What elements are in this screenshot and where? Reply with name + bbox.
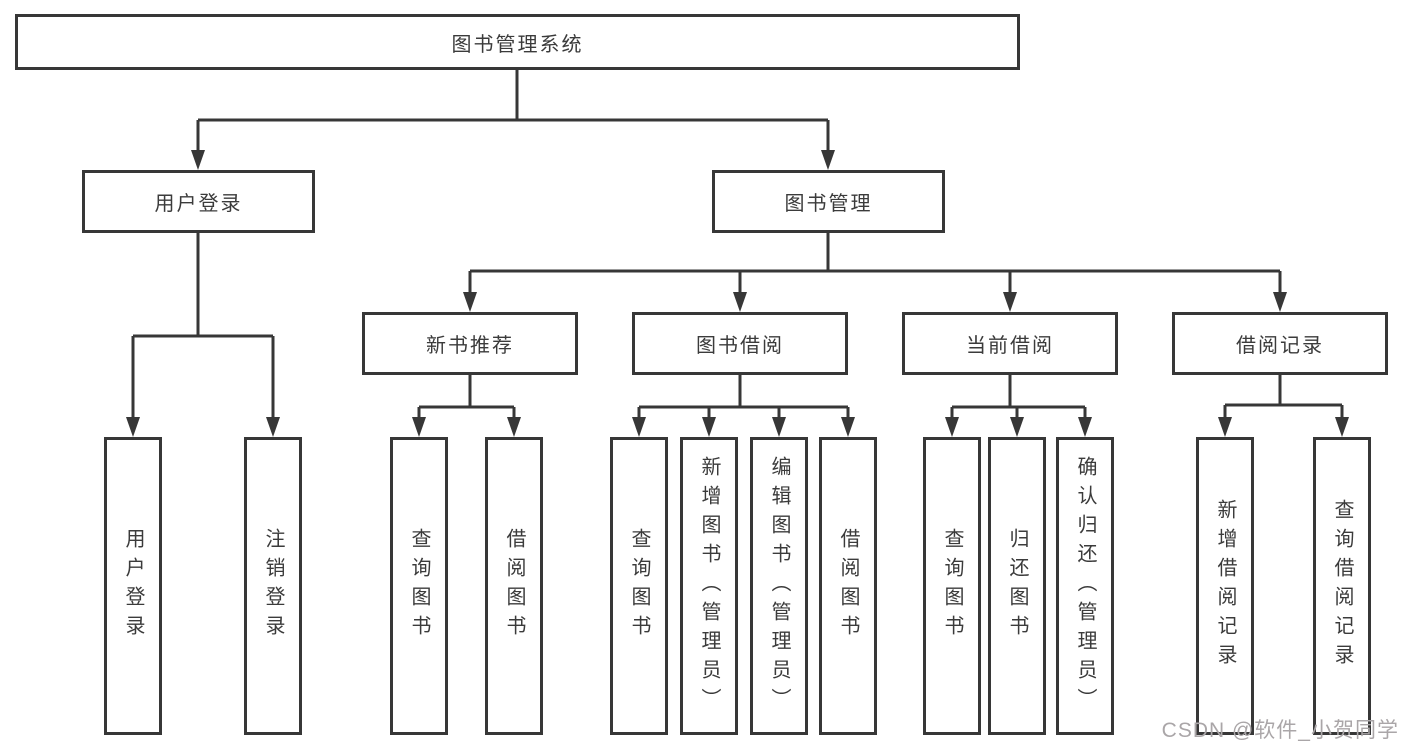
leaf-label: 查询图书 (408, 528, 430, 644)
node-current-borrow: 当前借阅 (902, 312, 1118, 375)
leaf-label: 新增借阅记录 (1214, 499, 1236, 673)
leaf-return-books: 归还图书 (988, 437, 1046, 735)
leaf-label: 新增图书（管理员） (698, 455, 720, 717)
csdn-watermark: CSDN @软件_小贺同学 (1161, 719, 1399, 742)
leaf-label: 归还图书 (1006, 528, 1028, 644)
leaf-logout: 注销登录 (244, 437, 302, 735)
leaf-confirm-return-admin: 确认归还（管理员） (1056, 437, 1114, 735)
leaf-label: 查询借阅记录 (1331, 499, 1353, 673)
leaf-label: 注销登录 (262, 528, 284, 644)
leaf-edit-books-admin: 编辑图书（管理员） (750, 437, 808, 735)
leaf-borrow-books-recommend: 借阅图书 (485, 437, 543, 735)
node-borrow-records: 借阅记录 (1172, 312, 1388, 375)
leaf-label: 编辑图书（管理员） (768, 455, 790, 717)
leaf-query-books-recommend: 查询图书 (390, 437, 448, 735)
node-new-book-recommend: 新书推荐 (362, 312, 578, 375)
node-book-management: 图书管理 (712, 170, 945, 233)
node-library-system: 图书管理系统 (15, 14, 1020, 70)
leaf-add-books-admin: 新增图书（管理员） (680, 437, 738, 735)
leaf-label: 确认归还（管理员） (1074, 455, 1096, 717)
leaf-label: 用户登录 (122, 528, 144, 644)
leaf-label: 查询图书 (941, 528, 963, 644)
leaf-label: 借阅图书 (503, 528, 525, 644)
leaf-query-books-borrow: 查询图书 (610, 437, 668, 735)
leaf-user-login: 用户登录 (104, 437, 162, 735)
leaf-label: 查询图书 (628, 528, 650, 644)
leaf-query-books-current: 查询图书 (923, 437, 981, 735)
node-user-login: 用户登录 (82, 170, 315, 233)
leaf-add-borrow-record: 新增借阅记录 (1196, 437, 1254, 735)
leaf-query-borrow-record: 查询借阅记录 (1313, 437, 1371, 735)
leaf-label: 借阅图书 (837, 528, 859, 644)
leaf-borrow-books: 借阅图书 (819, 437, 877, 735)
node-book-borrow: 图书借阅 (632, 312, 848, 375)
